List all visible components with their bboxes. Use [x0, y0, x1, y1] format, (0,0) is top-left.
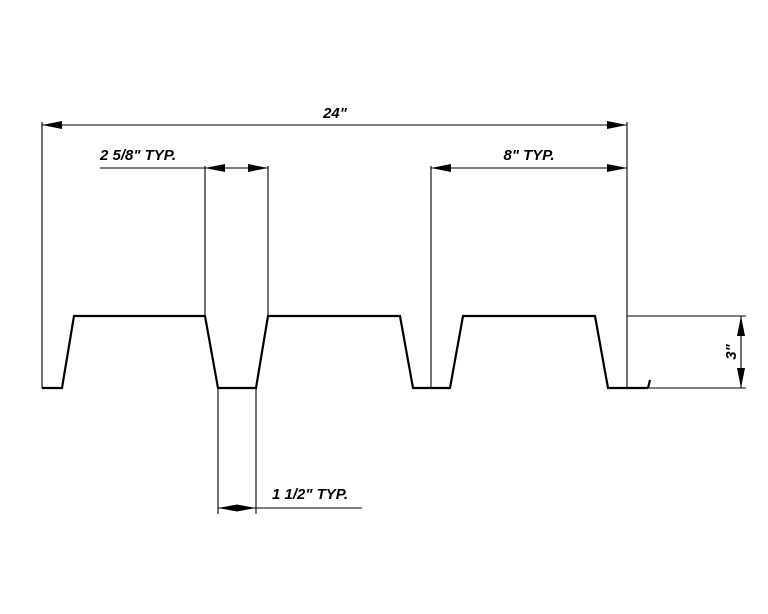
arrowhead-left [42, 121, 62, 129]
dimension-depth: 3" [723, 316, 745, 388]
dimension-pitch: 8" TYP. [431, 147, 627, 172]
overall-width-label: 24" [322, 105, 348, 122]
arrowhead-right [237, 504, 256, 512]
dimension-top-flange: 2 5/8" TYP. [99, 147, 268, 172]
arrowhead-right [607, 121, 627, 129]
dimension-bottom-flange: 1 1/2" TYP. [218, 486, 362, 512]
arrowhead-bottom [737, 368, 745, 388]
depth-label: 3" [723, 343, 740, 359]
arrowhead-right [248, 164, 268, 172]
profile-end-tick [646, 379, 652, 389]
top-flange-label: 2 5/8" TYP. [99, 147, 176, 164]
arrowhead-left [205, 164, 225, 172]
pitch-label: 8" TYP. [503, 147, 554, 164]
deck-profile-outline [42, 314, 648, 390]
arrowhead-right [607, 164, 627, 172]
arrowhead-left [431, 164, 451, 172]
arrowhead-left [218, 504, 237, 512]
arrowhead-top [737, 316, 745, 336]
bottom-flange-label: 1 1/2" TYP. [272, 486, 348, 503]
dimension-overall-width: 24" [42, 105, 627, 129]
